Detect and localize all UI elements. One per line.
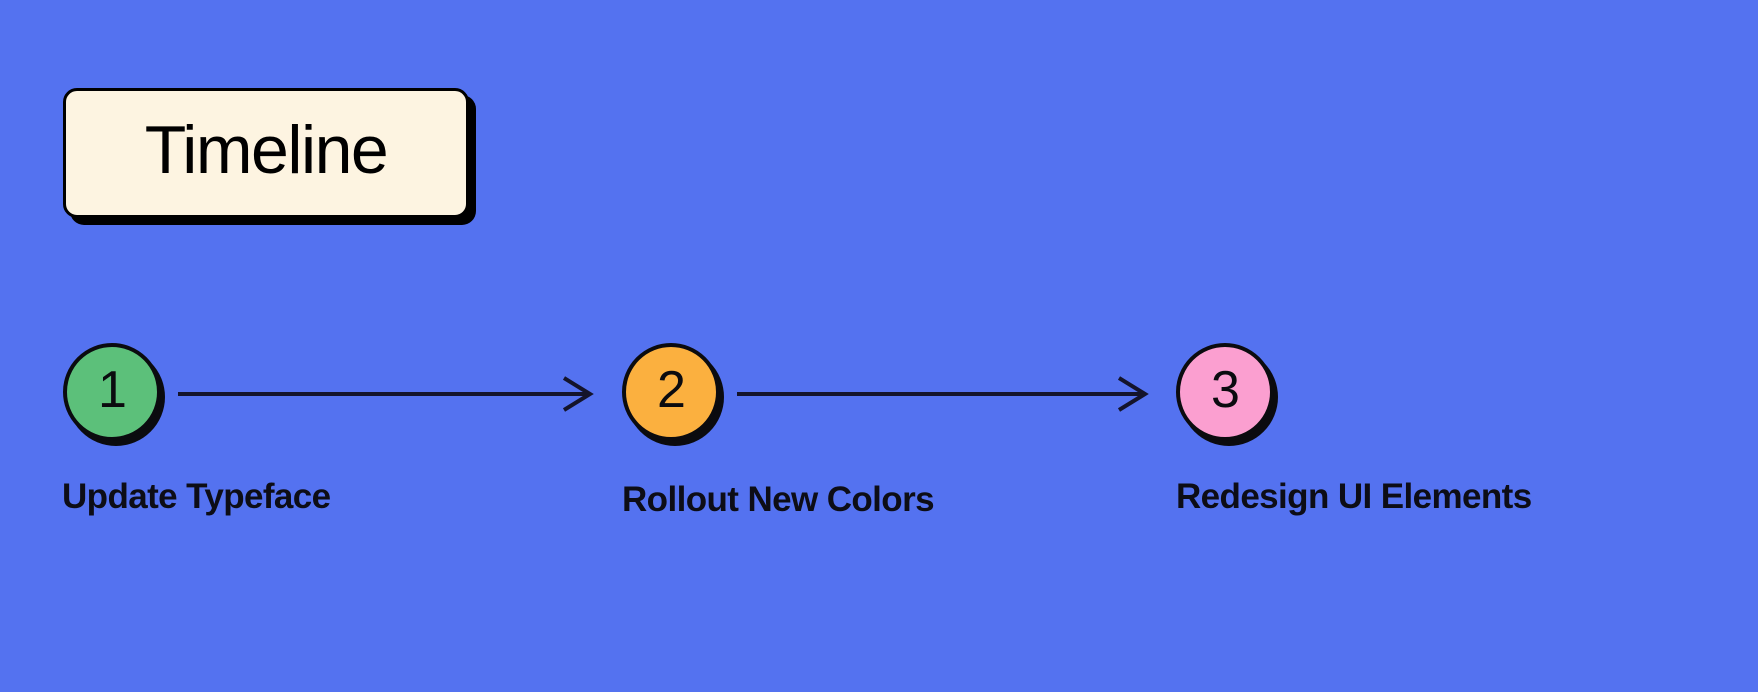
title-card: Timeline [63,88,469,218]
timeline-node-1[interactable]: 1 [63,343,161,441]
arrow-head-icon [1117,376,1149,412]
timeline-node-2-label: Rollout New Colors [622,480,935,519]
timeline-node-2-number: 2 [657,361,686,419]
arrow-head-icon [562,376,594,412]
connector-arrow-2-to-3 [737,376,1149,412]
connector-arrow-1-to-2 [178,376,594,412]
timeline-node-3[interactable]: 3 [1176,343,1274,441]
timeline-node-2[interactable]: 2 [622,343,720,441]
timeline-node-3-label: Redesign UI Elements [1176,477,1532,516]
timeline-node-1-label: Update Typeface [62,477,331,516]
timeline-node-3-number: 3 [1211,361,1240,419]
page-title: Timeline [144,112,389,188]
timeline-node-1-number: 1 [98,361,127,419]
